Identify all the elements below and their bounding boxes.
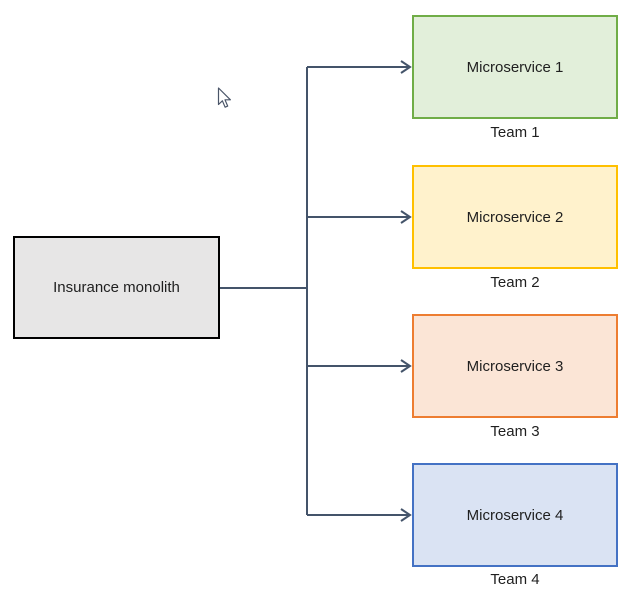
arrowhead-icon <box>400 60 412 74</box>
microservice-4-label: Microservice 4 <box>466 506 564 524</box>
team-4-label: Team 4 <box>490 571 540 588</box>
microservice-4-box: Microservice 4 <box>412 463 618 567</box>
mouse-cursor-icon <box>217 87 231 108</box>
arrowhead-icon <box>400 210 412 224</box>
monolith-label: Insurance monolith <box>53 279 180 296</box>
team-2-label: Team 2 <box>490 274 540 291</box>
microservice-2-box: Microservice 2 <box>412 165 618 269</box>
microservice-3-box: Microservice 3 <box>412 314 618 418</box>
connector-group <box>220 60 412 522</box>
microservice-3-label: Microservice 3 <box>466 357 564 375</box>
microservice-2-label: Microservice 2 <box>466 208 564 226</box>
team-1-label: Team 1 <box>490 124 540 141</box>
arrowhead-icon <box>400 508 412 522</box>
microservice-1-box: Microservice 1 <box>412 15 618 119</box>
monolith-box: Insurance monolith <box>13 236 220 339</box>
microservice-1-label: Microservice 1 <box>466 58 564 76</box>
arrowhead-icon <box>400 359 412 373</box>
team-3-label: Team 3 <box>490 423 540 440</box>
